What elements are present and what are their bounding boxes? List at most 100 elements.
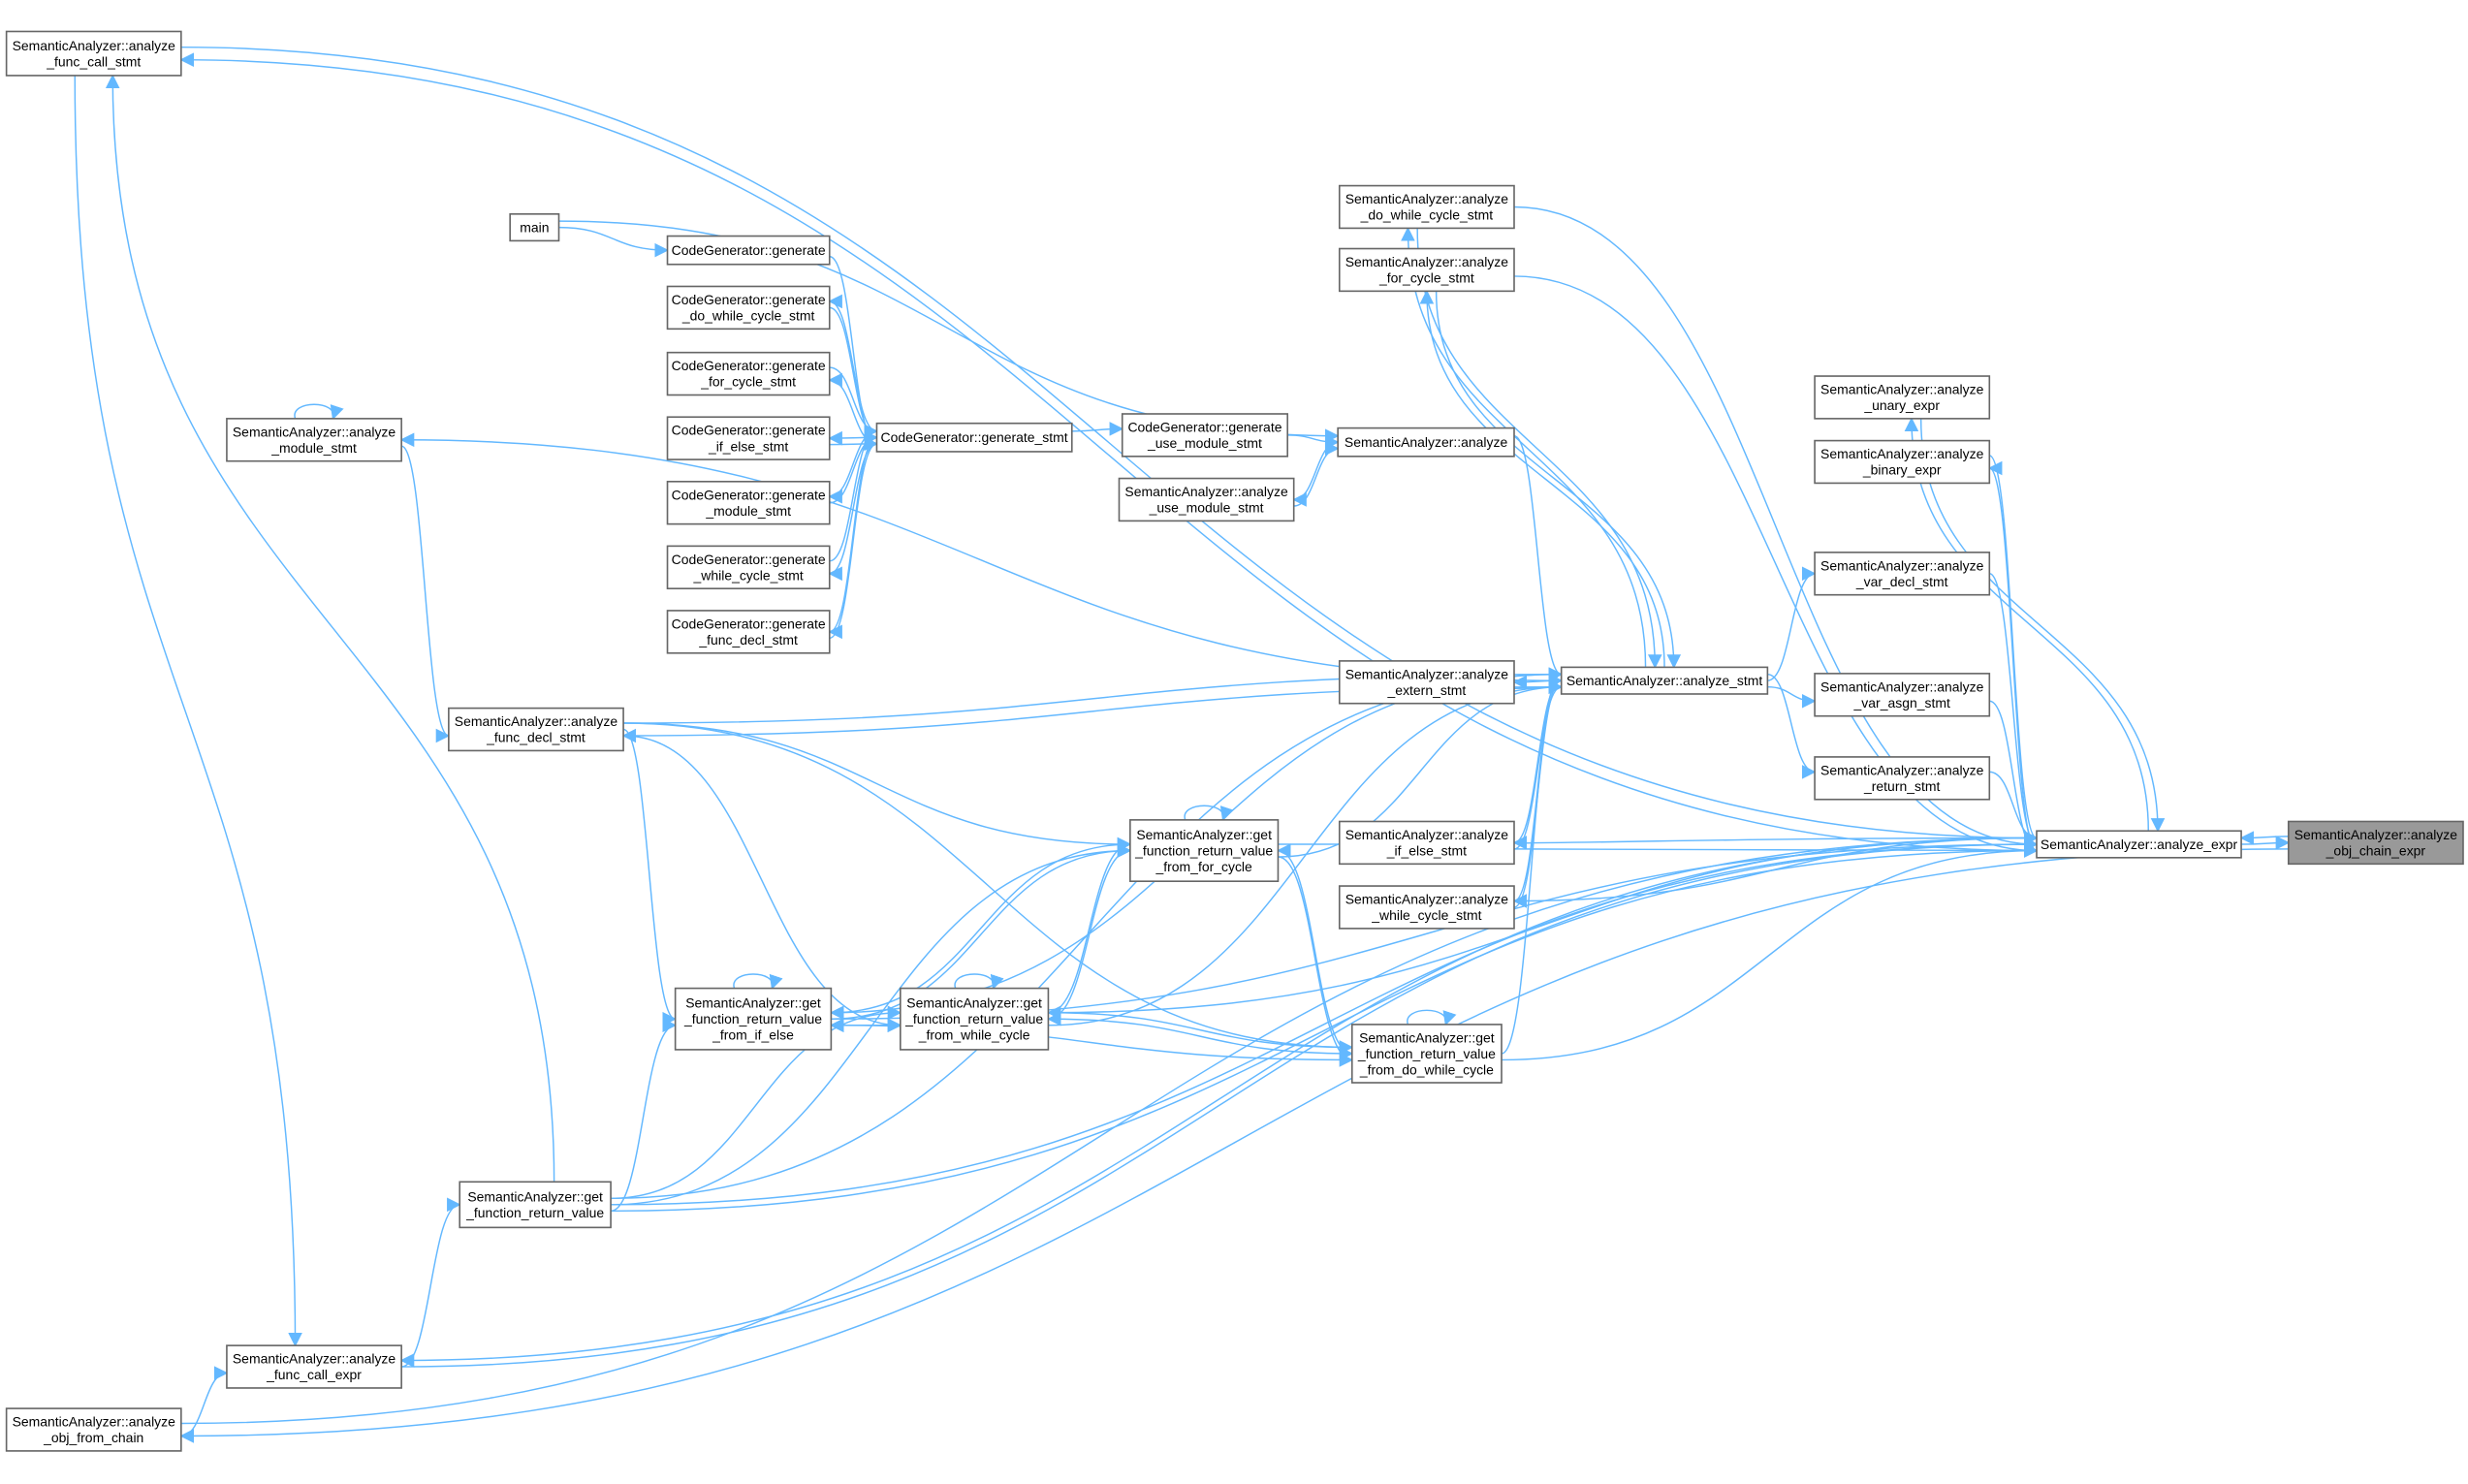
node-label: SemanticAnalyzer::analyze: [1820, 382, 1984, 397]
node-use-module[interactable]: SemanticAnalyzer::analyze_use_module_stm…: [1118, 477, 1295, 522]
node-binary-expr[interactable]: SemanticAnalyzer::analyze_binary_expr: [1814, 439, 1991, 485]
node-box: [1338, 820, 1515, 866]
edge-analyze_stmt-to-module_stmt: [399, 432, 1562, 681]
edge-analyze_stmt-to-return_stmt: [1767, 673, 1817, 779]
node-box: [226, 418, 402, 462]
node-cg-while[interactable]: CodeGenerator::generate_while_cycle_stmt: [666, 545, 831, 590]
node-for-stmt[interactable]: SemanticAnalyzer::analyze_for_cycle_stmt: [1338, 247, 1515, 293]
node-while-stmt[interactable]: SemanticAnalyzer::analyze_while_cycle_st…: [1338, 885, 1515, 930]
node-label: _obj_chain_expr: [2326, 843, 2426, 859]
node-label: _from_for_cycle: [1155, 859, 1252, 874]
edge-ret_while-to-ret_do_while: [1048, 1018, 1354, 1061]
self-loop-ret_for: [1184, 805, 1234, 822]
node-obj-chain-expr[interactable]: SemanticAnalyzer::analyze_obj_chain_expr: [2287, 820, 2464, 866]
node-cg-func-decl[interactable]: CodeGenerator::generate_func_decl_stmt: [666, 610, 831, 654]
node-box: [1814, 552, 1991, 596]
edge-ret_value-to-ret_while: [611, 1005, 902, 1200]
node-label: _from_if_else: [712, 1027, 794, 1043]
node-label: SemanticAnalyzer::analyze: [1345, 191, 1509, 206]
node-label: _while_cycle_stmt: [1371, 907, 1481, 923]
node-obj-from-chain[interactable]: SemanticAnalyzer::analyze_obj_from_chain: [5, 1407, 182, 1452]
node-box: [1814, 375, 1991, 420]
node-label: SemanticAnalyzer::analyze: [455, 713, 618, 729]
node-box: [448, 707, 624, 752]
node-cg-use-module[interactable]: CodeGenerator::generate_use_module_stmt: [1121, 413, 1289, 458]
edge-obj_from_chain-to-analyze_expr: [180, 831, 2039, 1425]
edge-analyze_stmt-to-var_decl: [1767, 566, 1817, 681]
edge-ret_do_while-to-ret_while: [1046, 1005, 1352, 1049]
self-loop-ret_if_else: [733, 973, 783, 990]
edge-ret_do_while-to-ret_for: [1276, 843, 1352, 1055]
node-analyze-expr[interactable]: SemanticAnalyzer::analyze_expr: [2036, 830, 2242, 859]
edge-analyze_expr-to-func_call_stmt: [179, 52, 2038, 852]
node-cg-generate-stmt[interactable]: CodeGenerator::generate_stmt: [875, 422, 1073, 453]
node-label: _do_while_cycle_stmt: [1360, 207, 1494, 223]
node-do-while-stmt[interactable]: SemanticAnalyzer::analyze_do_while_cycle…: [1338, 184, 1515, 230]
node-box: [1121, 413, 1289, 458]
node-label: SemanticAnalyzer::get: [906, 995, 1042, 1011]
node-ret-value[interactable]: SemanticAnalyzer::get_function_return_va…: [459, 1181, 612, 1229]
node-label: _while_cycle_stmt: [693, 567, 804, 583]
node-func-decl-stmt[interactable]: SemanticAnalyzer::analyze_func_decl_stmt: [448, 707, 624, 752]
node-label: SemanticAnalyzer::analyze_stmt: [1566, 673, 1763, 688]
edge-func_decl_stmt-to-ret_for: [623, 722, 1132, 852]
edge-func_call_expr-to-ret_value: [400, 1197, 461, 1368]
node-label: SemanticAnalyzer::analyze: [233, 1351, 396, 1367]
node-label: _use_module_stmt: [1149, 500, 1264, 516]
node-unary-expr[interactable]: SemanticAnalyzer::analyze_unary_expr: [1814, 375, 1991, 420]
edge-if_else_stmt-to-analyze_stmt: [1513, 679, 1564, 850]
node-label: SemanticAnalyzer::analyze: [1345, 666, 1509, 681]
node-cg-for[interactable]: CodeGenerator::generate_for_cycle_stmt: [666, 351, 831, 396]
node-cg-generate[interactable]: CodeGenerator::generate: [666, 235, 831, 266]
node-var-decl[interactable]: SemanticAnalyzer::analyze_var_decl_stmt: [1814, 552, 1991, 596]
node-cg-if-else[interactable]: CodeGenerator::generate_if_else_stmt: [666, 416, 831, 460]
node-label: SemanticAnalyzer::analyze_expr: [2041, 837, 2238, 852]
node-analyze-stmt[interactable]: SemanticAnalyzer::analyze_stmt: [1560, 666, 1769, 695]
edge-cg_func_decl-to-cg_generate_stmt: [829, 436, 878, 640]
node-func-call-stmt[interactable]: SemanticAnalyzer::analyze_func_call_stmt: [5, 30, 182, 77]
node-ret-do-while[interactable]: SemanticAnalyzer::get_function_return_va…: [1350, 1024, 1503, 1084]
edge-ret_while-to-ret_for: [1048, 837, 1132, 1014]
node-cg-do-while[interactable]: CodeGenerator::generate_do_while_cycle_s…: [666, 285, 831, 331]
node-extern-stmt[interactable]: SemanticAnalyzer::analyze_extern_stmt: [1338, 660, 1515, 705]
node-main[interactable]: main: [509, 212, 560, 242]
node-func-call-expr[interactable]: SemanticAnalyzer::analyze_func_call_expr: [226, 1344, 402, 1389]
node-return-stmt[interactable]: SemanticAnalyzer::analyze_return_stmt: [1814, 756, 1991, 801]
node-box: [1338, 247, 1515, 293]
node-label: SemanticAnalyzer::get: [467, 1188, 603, 1204]
edge-func_decl_stmt-to-ret_if_else: [622, 728, 678, 1026]
node-var-asgn[interactable]: SemanticAnalyzer::analyze_var_asgn_stmt: [1814, 673, 1991, 717]
edge-main-to-cg_generate: [558, 226, 669, 258]
node-label: SemanticAnalyzer::analyze: [13, 1414, 176, 1430]
node-box: [2287, 820, 2464, 866]
node-analyze[interactable]: SemanticAnalyzer::analyze: [1337, 426, 1515, 458]
node-label: _module_stmt: [270, 440, 357, 456]
edge-ret_do_while-to-analyze_expr: [1502, 843, 2039, 1061]
node-label: _from_while_cycle: [918, 1027, 1030, 1043]
node-label: _func_call_expr: [266, 1367, 362, 1382]
edge-if_else_stmt-to-analyze_expr: [1513, 843, 2039, 858]
node-label: _function_return_value: [465, 1205, 604, 1220]
node-box: [1814, 439, 1991, 485]
node-cg-module[interactable]: CodeGenerator::generate_module_stmt: [666, 480, 831, 525]
node-label: _var_decl_stmt: [1855, 574, 1948, 589]
node-label: main: [520, 219, 549, 235]
node-label: _do_while_cycle_stmt: [681, 308, 815, 324]
edge-ret_do_while-to-analyze_stmt: [1501, 674, 1564, 1055]
node-if-else-stmt[interactable]: SemanticAnalyzer::analyze_if_else_stmt: [1338, 820, 1515, 866]
node-ret-if-else[interactable]: SemanticAnalyzer::get_function_return_va…: [674, 987, 833, 1051]
nodes-layer: SemanticAnalyzer::analyze_func_call_stmt…: [5, 30, 2464, 1452]
edge-func_call_stmt-to-analyze_expr: [180, 46, 2039, 845]
node-ret-for[interactable]: SemanticAnalyzer::get_function_return_va…: [1129, 819, 1280, 882]
edge-func_decl_stmt-to-ret_while: [623, 735, 902, 1033]
node-box: [1129, 819, 1280, 882]
node-module-stmt[interactable]: SemanticAnalyzer::analyze_module_stmt: [226, 418, 402, 462]
edge-ret_for-to-ret_if_else: [829, 843, 1130, 1021]
node-label: SemanticAnalyzer::analyze: [1345, 254, 1509, 269]
node-ret-while[interactable]: SemanticAnalyzer::get_function_return_va…: [899, 987, 1050, 1051]
edge-return_stmt-to-analyze_expr: [1989, 771, 2039, 845]
node-label: CodeGenerator::generate: [672, 487, 826, 502]
node-label: SemanticAnalyzer::get: [685, 995, 821, 1011]
node-box: [899, 987, 1050, 1051]
